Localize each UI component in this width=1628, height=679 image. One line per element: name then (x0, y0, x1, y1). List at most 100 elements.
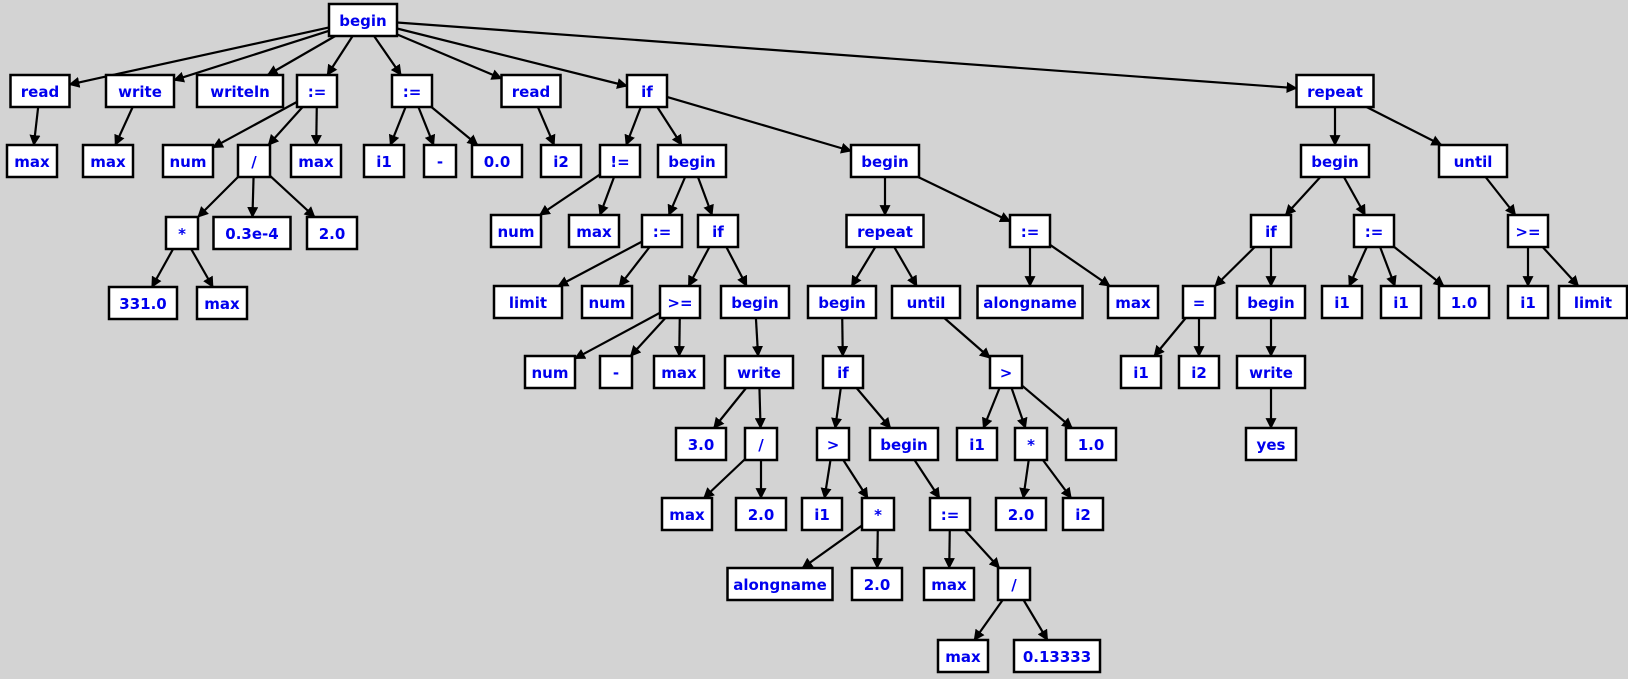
tree-edge (943, 317, 991, 359)
node-label: write (737, 364, 781, 382)
node-box (674, 426, 728, 462)
tree-edge (696, 176, 714, 217)
node-label: max (14, 153, 50, 171)
node-label: 2.0 (319, 225, 346, 243)
node-label: max (945, 648, 981, 666)
node-box (195, 73, 285, 109)
tree-edge (396, 33, 503, 80)
node-box (289, 143, 343, 179)
tree-node-max: max (936, 638, 990, 674)
tree-node-max: max (5, 143, 59, 179)
tree-node-if: if (625, 73, 669, 109)
tree-node-max: max (81, 143, 135, 179)
node-box (1506, 213, 1550, 249)
node-box (1061, 496, 1105, 532)
tree-node-multiply: * (164, 215, 200, 251)
node-label: i1 (376, 153, 392, 171)
node-box (815, 426, 851, 462)
tree-node-not-equal: != (598, 143, 642, 179)
node-label: 0.3e-4 (225, 225, 278, 243)
node-box (362, 143, 406, 179)
tree-node-max: max (195, 285, 249, 321)
node-box (567, 213, 621, 249)
node-label: begin (668, 153, 715, 171)
node-box (1177, 354, 1221, 390)
node-box (1235, 354, 1307, 390)
node-label: > (827, 436, 840, 454)
node-label: := (653, 223, 672, 241)
node-box (195, 285, 249, 321)
tree-edge (982, 387, 1001, 430)
tree-edge (388, 106, 407, 147)
node-label: begin (339, 12, 386, 30)
node-box (580, 284, 634, 320)
tree-node-begin: begin (1299, 143, 1371, 179)
node-label: if (1265, 223, 1277, 241)
tree-edge (247, 176, 259, 219)
node-box (107, 285, 179, 321)
tree-node-yes: yes (1244, 426, 1298, 462)
node-label: yes (1257, 436, 1286, 454)
node-label: 0.13333 (1023, 648, 1091, 666)
node-box (1295, 73, 1375, 109)
tree-edge (114, 106, 134, 147)
tree-edge (267, 106, 304, 146)
node-label: i1 (1334, 294, 1350, 312)
tree-node-assign: := (295, 73, 339, 109)
tree-node-write: write (104, 73, 176, 109)
tree-edge (713, 387, 747, 429)
tree-node-begin: begin (849, 143, 921, 179)
node-box (539, 143, 583, 179)
node-box (1013, 426, 1049, 462)
node-label: i2 (1075, 506, 1091, 524)
tree-edge (269, 174, 316, 218)
tree-edge (624, 106, 642, 147)
tree-edge (536, 106, 556, 147)
tree-edge (396, 27, 629, 89)
tree-node-2-0: 2.0 (305, 215, 359, 251)
tree-node-alongname: alongname (726, 566, 834, 602)
tree-edge (1042, 459, 1072, 499)
node-label: i1 (1393, 294, 1409, 312)
tree-edge (1284, 176, 1322, 216)
node-label: >= (1515, 223, 1540, 241)
node-label: 2.0 (748, 506, 775, 524)
tree-edge (917, 176, 1011, 223)
node-label: 2.0 (1008, 506, 1035, 524)
node-label: := (403, 83, 422, 101)
tree-edge (801, 524, 863, 569)
tree-edge (172, 29, 330, 83)
node-box (470, 143, 524, 179)
tree-node-assign: := (1352, 213, 1396, 249)
node-label: 1.0 (1078, 436, 1105, 454)
node-label: max (1115, 294, 1151, 312)
node-box (1244, 426, 1298, 462)
tree-edge (725, 246, 748, 287)
node-box (598, 354, 634, 390)
node-box (658, 284, 702, 320)
node-label: i1 (1520, 294, 1536, 312)
tree-edge (871, 529, 883, 570)
tree-node-assign: := (928, 496, 972, 532)
tree-edge (687, 246, 711, 287)
node-box (1235, 284, 1307, 320)
node-label: = (1193, 294, 1206, 312)
node-box (295, 73, 339, 109)
tree-node-i2: i2 (1061, 496, 1105, 532)
node-box (640, 213, 684, 249)
node-label: write (118, 83, 162, 101)
tree-edge (1019, 459, 1031, 500)
node-label: := (1365, 223, 1384, 241)
tree-node-until: until (1437, 143, 1509, 179)
tree-node-1-0: 1.0 (1437, 284, 1491, 320)
node-box (719, 284, 791, 320)
node-label: 0.0 (484, 153, 511, 171)
tree-node-begin: begin (1235, 284, 1307, 320)
tree-node-write: write (723, 354, 795, 390)
tree-node-divide: / (236, 143, 272, 179)
tree-node-greater-equal: >= (1506, 213, 1550, 249)
tree-edge (973, 599, 1004, 641)
node-label: / (758, 436, 764, 454)
node-box (422, 143, 458, 179)
tree-node-greater-than: > (815, 426, 851, 462)
